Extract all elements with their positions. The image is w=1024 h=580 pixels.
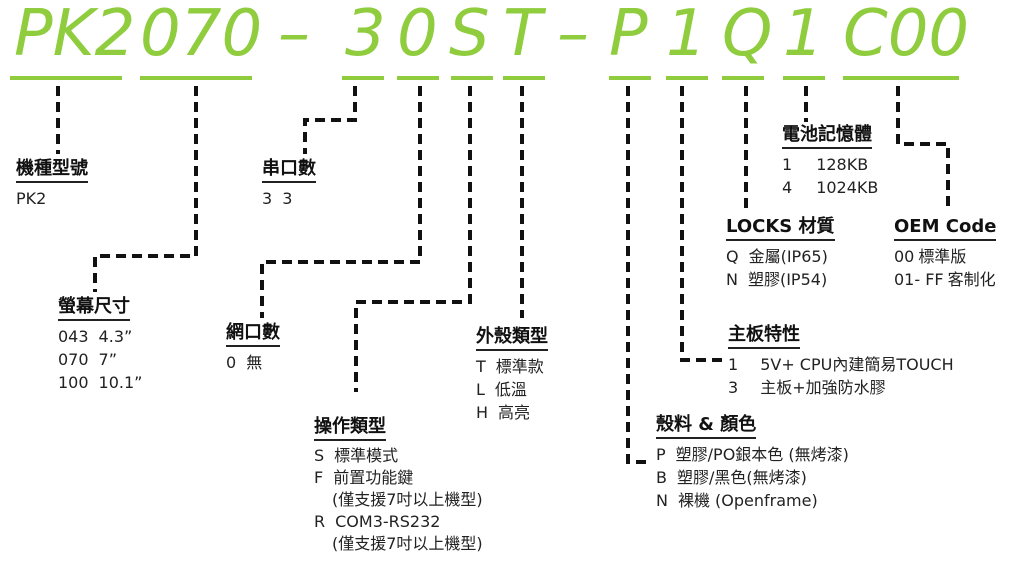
connector-housing bbox=[626, 86, 652, 464]
underline-t bbox=[503, 76, 545, 80]
field-screen-title: 螢幕尺寸 bbox=[58, 296, 130, 321]
code-seg-dash-2: – bbox=[557, 0, 589, 71]
underline-1a bbox=[666, 76, 708, 80]
code-seg-c00: C00 bbox=[843, 0, 970, 71]
field-housing-title: 殼料 & 顏色 bbox=[656, 414, 757, 439]
underline-0 bbox=[397, 76, 439, 80]
underline-p bbox=[609, 76, 651, 80]
field-serial-title: 串口數 bbox=[262, 158, 316, 183]
field-appearance-title: 外殼類型 bbox=[476, 326, 548, 351]
connector-screen bbox=[93, 86, 198, 292]
field-operation-title: 操作類型 bbox=[314, 416, 386, 441]
underline-s bbox=[451, 76, 493, 80]
connector-board bbox=[680, 86, 722, 362]
connector-oem bbox=[896, 86, 950, 212]
field-model: 機種型號 PK2 bbox=[16, 158, 88, 210]
code-seg-dash-1: – bbox=[278, 0, 310, 71]
code-seg-3: 3 bbox=[345, 0, 386, 71]
field-operation-row: (僅支援7吋以上機型) bbox=[332, 534, 483, 553]
underline-070 bbox=[140, 76, 252, 80]
connector-operation bbox=[354, 86, 472, 392]
code-seg-t: T bbox=[503, 0, 543, 71]
field-board-title: 主板特性 bbox=[728, 324, 800, 349]
underline-c00 bbox=[843, 76, 959, 80]
code-seg-070: 070 bbox=[140, 0, 263, 71]
field-locks-title: LOCKS 材質 bbox=[726, 216, 835, 241]
code-seg-q: Q bbox=[722, 0, 773, 71]
underline-pk2 bbox=[10, 76, 122, 80]
code-seg-p: P bbox=[609, 0, 648, 71]
field-operation-row: (僅支援7吋以上機型) bbox=[332, 490, 483, 509]
underline-q bbox=[722, 76, 764, 80]
code-seg-1b: 1 bbox=[783, 0, 824, 71]
code-seg-1a: 1 bbox=[666, 0, 707, 71]
connector-network bbox=[260, 86, 422, 318]
code-seg-s: S bbox=[449, 0, 490, 71]
field-network-title: 網口數 bbox=[226, 322, 280, 347]
connector-serial bbox=[303, 86, 357, 154]
field-model-title: 機種型號 bbox=[16, 158, 88, 183]
field-model-row: PK2 bbox=[16, 189, 47, 208]
code-seg-0: 0 bbox=[397, 0, 438, 71]
field-oem-title: OEM Code bbox=[894, 216, 997, 241]
code-seg-pk2: PK2 bbox=[14, 0, 136, 71]
underline-1b bbox=[783, 76, 825, 80]
field-battery-title: 電池記憶體 bbox=[782, 124, 872, 149]
underline-3 bbox=[342, 76, 384, 80]
